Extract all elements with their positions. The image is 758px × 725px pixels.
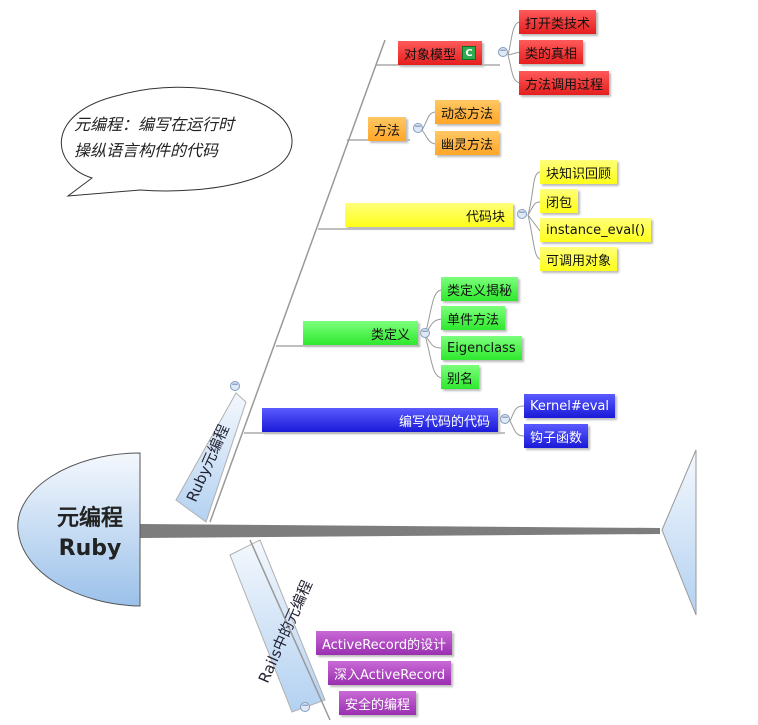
node-class-def-revealed[interactable]: 类定义揭秘 <box>441 277 519 301</box>
root-title-line-1: 元编程 <box>56 506 123 531</box>
node-activerecord-deep[interactable]: 深入ActiveRecord <box>328 661 452 685</box>
node-instance-eval[interactable]: instance_eval() <box>540 218 651 242</box>
lower-bone-line <box>249 539 331 721</box>
node-closure[interactable]: 闭包 <box>540 189 579 213</box>
node-open-class[interactable]: 打开类技术 <box>519 10 597 34</box>
root-title-line-2: Ruby <box>58 536 122 561</box>
node-safe-programming[interactable]: 安全的编程 <box>339 691 417 715</box>
collapse-toggle-lower-bone[interactable]: − <box>300 701 310 712</box>
collapse-toggle-class-def[interactable]: − <box>420 327 430 338</box>
node-activerecord-design[interactable]: ActiveRecord的设计 <box>316 631 453 655</box>
fish-tail <box>661 449 697 616</box>
class-c-icon: C <box>462 46 477 60</box>
node-class-definition[interactable]: 类定义 <box>303 321 418 345</box>
node-alias[interactable]: 别名 <box>441 365 480 389</box>
node-ghost-methods[interactable]: 幽灵方法 <box>435 131 500 155</box>
node-method-lookup[interactable]: 方法调用过程 <box>519 71 610 95</box>
collapse-toggle-object-model[interactable]: − <box>498 46 508 57</box>
collapse-toggle-code-writing[interactable]: − <box>500 413 510 424</box>
node-callable-objects[interactable]: 可调用对象 <box>540 247 618 271</box>
node-object-model-label: 对象模型 <box>404 47 457 63</box>
upper-bone-line <box>209 39 386 523</box>
node-blocks[interactable]: 代码块 <box>345 203 513 227</box>
upper-bone-shape <box>175 392 247 523</box>
node-kernel-eval[interactable]: Kernel#eval <box>524 394 616 418</box>
callout-line-2: 操纵语言构件的代码 <box>74 141 219 160</box>
node-code-writing-code-label: 编写代码的代码 <box>398 414 490 430</box>
collapse-toggle-upper-bone[interactable]: − <box>230 380 240 391</box>
collapse-toggle-methods[interactable]: − <box>413 122 423 133</box>
node-class-definition-label: 类定义 <box>370 327 410 343</box>
node-code-writing-code[interactable]: 编写代码的代码 <box>262 408 498 432</box>
node-eigenclass[interactable]: Eigenclass <box>441 336 522 360</box>
node-methods[interactable]: 方法 <box>368 117 407 141</box>
node-hook-functions[interactable]: 钩子函数 <box>524 424 589 448</box>
node-blocks-label: 代码块 <box>465 209 505 225</box>
callout-bubble <box>60 86 293 197</box>
node-object-model[interactable]: 对象模型 C <box>398 41 483 65</box>
node-class-truth[interactable]: 类的真相 <box>519 40 584 64</box>
node-dynamic-methods[interactable]: 动态方法 <box>435 100 500 124</box>
fish-head <box>17 452 141 607</box>
callout-line-1: 元编程：编写在运行时 <box>74 115 235 134</box>
lower-bone-shape <box>229 539 326 713</box>
main-spine <box>140 524 660 538</box>
node-block-review[interactable]: 块知识回顾 <box>540 160 618 184</box>
collapse-toggle-blocks[interactable]: − <box>517 208 527 219</box>
node-singleton-methods[interactable]: 单件方法 <box>441 306 506 330</box>
